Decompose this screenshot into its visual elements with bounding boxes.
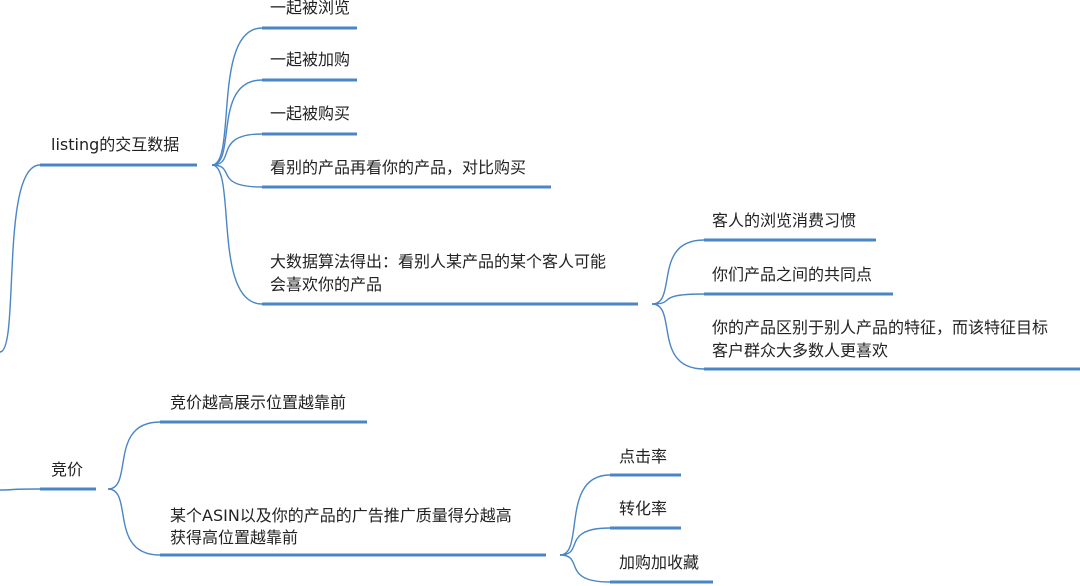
connector-big-data-child-2 bbox=[651, 303, 705, 370]
connector-bidding-child-0 bbox=[107, 421, 161, 490]
node-compare-purchase: 看别的产品再看你的产品，对比购买 bbox=[270, 158, 526, 177]
node-big-data-line-1: 大数据算法得出：看别人某产品的某个客人可能 bbox=[270, 252, 606, 271]
connector-root-listing bbox=[0, 164, 41, 353]
topic-bidding: 竞价 bbox=[51, 460, 83, 479]
node-big-data-line-2: 会喜欢你的产品 bbox=[270, 275, 382, 294]
node-click-rate: 点击率 bbox=[619, 447, 667, 466]
connector-ad-quality-child-1 bbox=[559, 527, 611, 556]
node-distinct-features-line-1: 你的产品区别于别人产品的特征，而该特征目标 bbox=[712, 318, 1048, 337]
node-underlines bbox=[40, 26, 1080, 584]
connector-listing-child-4 bbox=[211, 164, 263, 305]
topic-listing-interaction: listing的交互数据 bbox=[51, 135, 179, 154]
connector-big-data-child-1 bbox=[651, 293, 705, 305]
node-ad-quality-line-1: 某个ASIN以及你的产品的广告推广质量得分越高 bbox=[170, 506, 512, 525]
node-common-points: 你们产品之间的共同点 bbox=[712, 265, 872, 284]
node-cart-and-favorite: 加购加收藏 bbox=[619, 553, 699, 572]
connector-listing-child-3 bbox=[211, 164, 263, 188]
connector-listing-child-2 bbox=[211, 133, 263, 166]
connector-root-bidding bbox=[0, 488, 41, 491]
node-bought-together: 一起被购买 bbox=[270, 104, 350, 123]
connector-lines bbox=[0, 27, 705, 583]
node-higher-bid-higher-position: 竞价越高展示位置越靠前 bbox=[170, 393, 346, 412]
connector-bidding-child-1 bbox=[107, 488, 161, 556]
connector-listing-child-0 bbox=[211, 27, 263, 166]
node-distinct-features-line-2: 客户群众大多数人更喜欢 bbox=[712, 341, 888, 360]
node-conversion-rate: 转化率 bbox=[619, 499, 667, 518]
connector-ad-quality-child-0 bbox=[559, 474, 611, 556]
node-browsed-together: 一起被浏览 bbox=[270, 0, 350, 17]
connector-listing-child-1 bbox=[211, 79, 263, 166]
node-added-to-cart-together: 一起被加购 bbox=[270, 50, 350, 69]
connector-big-data-child-0 bbox=[651, 239, 705, 305]
connector-ad-quality-child-2 bbox=[559, 554, 611, 583]
node-browsing-habits: 客人的浏览消费习惯 bbox=[712, 211, 856, 230]
node-ad-quality-line-2: 获得高位置越靠前 bbox=[170, 528, 298, 547]
